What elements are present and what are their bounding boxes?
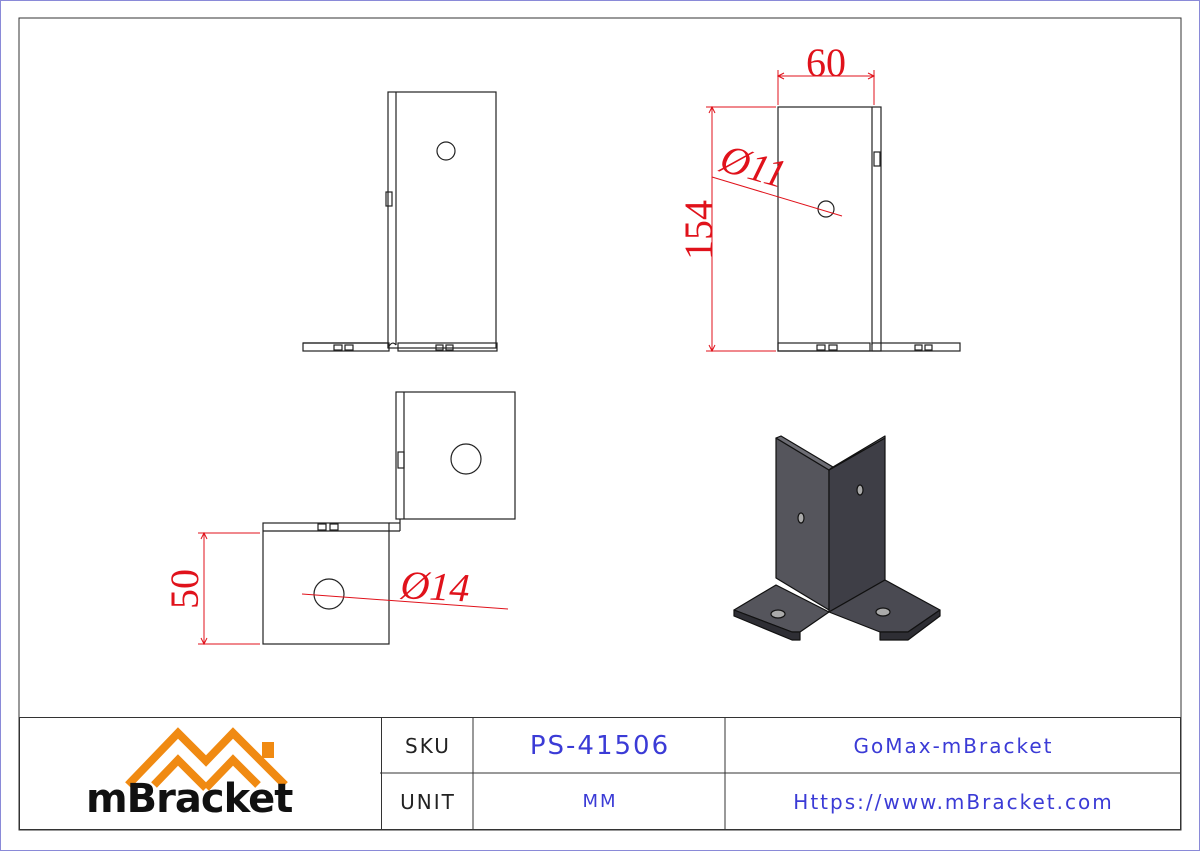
view-plan bbox=[262, 391, 516, 645]
drawing-frame bbox=[18, 17, 1182, 831]
dimension-hole-large: Ø14 bbox=[399, 562, 471, 611]
website-link[interactable]: Https://www.mBracket.com bbox=[793, 789, 1114, 814]
view-isometric bbox=[733, 435, 941, 641]
sku-label: SKU bbox=[405, 734, 451, 758]
unit-value: MM bbox=[582, 791, 618, 812]
title-block-grid bbox=[380, 717, 1181, 830]
company-name: GoMax-mBracket bbox=[853, 734, 1054, 758]
dimension-lines-plan bbox=[198, 531, 509, 646]
logo-house-icon bbox=[125, 727, 288, 791]
logo-cell: mBracket bbox=[20, 718, 382, 829]
dimension-lines-front bbox=[706, 70, 876, 353]
dimension-width: 60 bbox=[806, 40, 846, 85]
dimension-side: 50 bbox=[162, 569, 207, 609]
view-left-elevation bbox=[302, 91, 498, 352]
unit-label: UNIT bbox=[400, 789, 456, 814]
sku-value: PS-41506 bbox=[529, 731, 671, 761]
title-block: mBracket SKU PS-41506 GoMax-mBracket UNI… bbox=[19, 717, 1181, 830]
dimension-height: 154 bbox=[676, 200, 721, 260]
logo-text: mBracket bbox=[86, 776, 293, 822]
dimension-hole-small: Ø11 bbox=[715, 135, 792, 197]
view-front-elevation bbox=[777, 106, 961, 352]
